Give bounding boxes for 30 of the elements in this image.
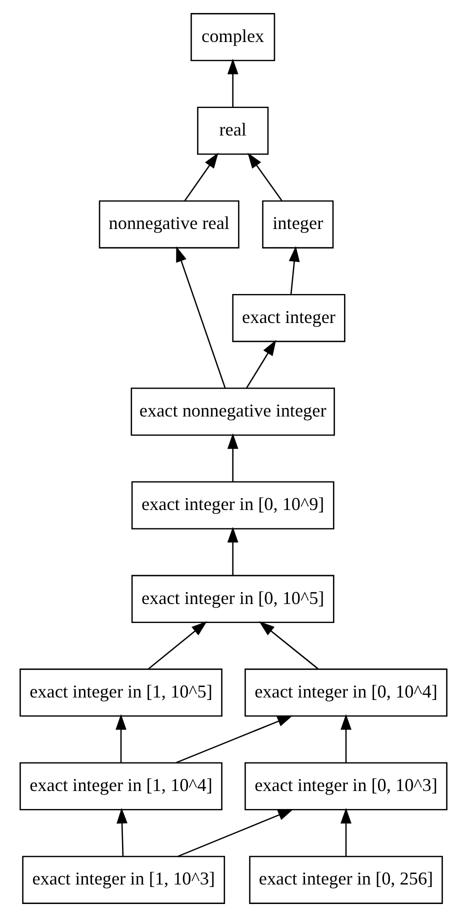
- arrow: [288, 246, 300, 294]
- node-box: exact integer in [1, 10^5]: [19, 668, 222, 717]
- arrow: [340, 714, 351, 762]
- node-box: complex: [190, 13, 275, 62]
- node-box: exact integer in [0, 10^4]: [244, 668, 447, 717]
- arrow: [148, 621, 207, 670]
- node-box: exact integer: [232, 294, 345, 342]
- node-box: exact integer in [1, 10^3]: [22, 856, 225, 904]
- arrow: [176, 246, 226, 388]
- arrow: [115, 714, 126, 762]
- node-box: real: [196, 106, 268, 155]
- arrow: [226, 433, 238, 482]
- arrow: [116, 808, 127, 856]
- node-box: integer: [262, 200, 334, 248]
- arrow: [340, 808, 351, 856]
- node-box: exact integer in [0, 10^9]: [130, 481, 334, 530]
- arrow: [258, 621, 318, 670]
- arrow: [246, 340, 276, 388]
- node-box: exact integer in [0, 10^3]: [244, 762, 447, 810]
- node-box: exact integer in [1, 10^4]: [19, 762, 222, 810]
- node-box: exact nonnegative integer: [130, 388, 334, 436]
- arrow: [177, 809, 294, 857]
- node-box: nonnegative real: [98, 200, 239, 248]
- arrow: [247, 152, 282, 201]
- arrow: [184, 152, 218, 201]
- arrow: [226, 58, 238, 107]
- node-box: exact integer in [0, 256]: [248, 856, 442, 904]
- node-box: exact integer in [0, 10^5]: [130, 574, 334, 624]
- arrow: [175, 715, 292, 764]
- arrow: [226, 526, 238, 576]
